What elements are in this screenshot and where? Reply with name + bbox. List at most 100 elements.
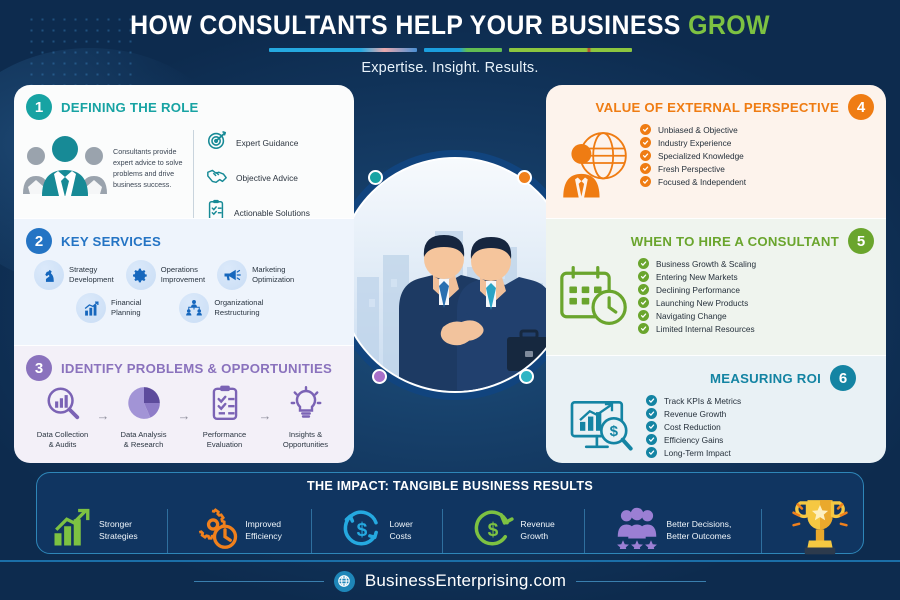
list-item-label: Efficiency Gains: [664, 434, 724, 445]
list-item-label: Unbiased & Objective: [658, 124, 738, 135]
impact-separator: [311, 508, 313, 553]
list-item: Navigating Change: [638, 310, 756, 321]
panel-1-body: Consultants provide expert advice to sol…: [14, 120, 354, 218]
website-url[interactable]: BusinessEnterprising.com: [364, 571, 567, 590]
impact-bar: THE IMPACT: TANGIBLE BUSINESS RESULTS St…: [36, 472, 864, 555]
left-column: 1 DEFINING THE ROLE: [14, 85, 354, 463]
impact-separator: [760, 508, 762, 553]
rule-segment-3: [508, 48, 632, 52]
list-item: Cost Reduction: [646, 421, 741, 432]
check-icon: [638, 284, 649, 295]
target-icon: [206, 129, 228, 156]
panel-6-title: MEASURING ROI: [710, 370, 821, 386]
list-item: Entering New Markets: [638, 271, 756, 282]
impact-separator: [442, 508, 444, 553]
list-item: Efficiency Gains: [646, 434, 741, 445]
header: HOW CONSULTANTS HELP YOUR BUSINESS GROW …: [0, 0, 900, 84]
panel-1-number-badge: 1: [26, 94, 52, 120]
panel-2-heading: 2 KEY SERVICES: [14, 219, 354, 254]
check-icon: [638, 310, 649, 321]
panel-1-bullets: Expert Guidance Objective Advice: [206, 124, 310, 218]
check-icon: [638, 258, 649, 269]
list-item-label: Focused & Independent: [658, 176, 747, 187]
flow-step-label: Insights &Opportunities: [282, 430, 329, 449]
pie-chart-icon: [125, 387, 163, 426]
panel-measuring-roi: MEASURING ROI 6 $: [546, 355, 886, 463]
clipboard-check-icon: [206, 199, 226, 218]
bullet-label: Actionable Solutions: [234, 207, 310, 218]
check-icon: [640, 176, 651, 187]
list-item: Track KPIs & Metrics: [646, 395, 741, 406]
handshake-icon: [206, 164, 228, 191]
bullet-actionable-solutions: Actionable Solutions: [206, 199, 310, 218]
bullet-label: Objective Advice: [236, 172, 298, 183]
list-item-label: Business Growth & Scaling: [656, 258, 757, 269]
gear-icon: [125, 260, 156, 290]
check-icon: [646, 434, 657, 445]
check-icon: [638, 323, 649, 334]
check-icon: [638, 271, 649, 282]
bar-chart-growth-icon: [76, 293, 106, 323]
centre-graphic: [323, 150, 580, 400]
title-main-text: HOW CONSULTANTS HELP YOUR BUSINESS: [130, 10, 689, 40]
calendar-clock-icon: [556, 256, 632, 335]
list-item: Declining Performance: [638, 284, 756, 295]
impact-trophy: [791, 496, 849, 565]
list-item-label: Navigating Change: [656, 310, 727, 321]
list-item-label: Cost Reduction: [664, 421, 721, 432]
list-item: Focused & Independent: [640, 176, 746, 187]
flow-step-data-collection: Data Collection& Audits: [30, 384, 96, 450]
org-chart-icon: [179, 293, 210, 323]
check-icon: [646, 408, 657, 419]
panel-6-number-badge: 6: [830, 365, 856, 391]
globe-icon: [333, 570, 355, 592]
panel-3-heading: 3 IDENTIFY PROBLEMS & OPPORTUNITIES: [14, 346, 354, 381]
panel-4-number-badge: 4: [848, 94, 874, 120]
list-item-label: Entering New Markets: [656, 271, 738, 282]
impact-title: THE IMPACT: TANGIBLE BUSINESS RESULTS: [306, 479, 594, 493]
globe-person-icon: [556, 122, 634, 205]
panel-6-heading: MEASURING ROI 6: [546, 356, 886, 391]
growth-chart-icon: [51, 507, 93, 554]
panel-3-number-badge: 3: [26, 355, 52, 381]
list-item: Industry Experience: [640, 137, 746, 148]
panel-6-body: $ Track KPIs & Metrics Revenue Growth Co…: [546, 391, 886, 463]
team-stars-icon: [614, 507, 660, 554]
panel-6-items: Track KPIs & Metrics Revenue Growth Cost…: [646, 393, 741, 458]
dot-bottom-left: [372, 369, 387, 384]
panel-1-heading: 1 DEFINING THE ROLE: [14, 85, 354, 120]
panel-1-divider: [193, 130, 194, 218]
panel-3-flow: Data Collection& Audits → Data Analysis&…: [14, 381, 354, 450]
flow-arrow: →: [258, 408, 272, 423]
panel-identify-problems: 3 IDENTIFY PROBLEMS & OPPORTUNITIES Data…: [14, 345, 354, 463]
list-item-label: Track KPIs & Metrics: [664, 395, 742, 406]
footer-line-right: [576, 580, 707, 582]
list-item: Long-Term Impact: [646, 447, 741, 458]
page-subtitle: Expertise. Insight. Results.: [361, 60, 539, 76]
rule-segment-1: [268, 48, 417, 52]
monitor-chart-dollar-icon: $: [568, 393, 640, 463]
chess-knight-icon: [34, 260, 64, 290]
list-item: Launching New Products: [638, 297, 756, 308]
magnifier-chart-icon: [44, 387, 82, 426]
panel-2-number-badge: 2: [26, 228, 52, 254]
flow-step-insights: Insights &Opportunities: [273, 384, 339, 450]
list-item: Business Growth & Scaling: [638, 258, 756, 269]
panel-4-body: Unbiased & Objective Industry Experience…: [546, 120, 886, 205]
panel-5-heading: WHEN TO HIRE A CONSULTANT 5: [546, 219, 886, 254]
